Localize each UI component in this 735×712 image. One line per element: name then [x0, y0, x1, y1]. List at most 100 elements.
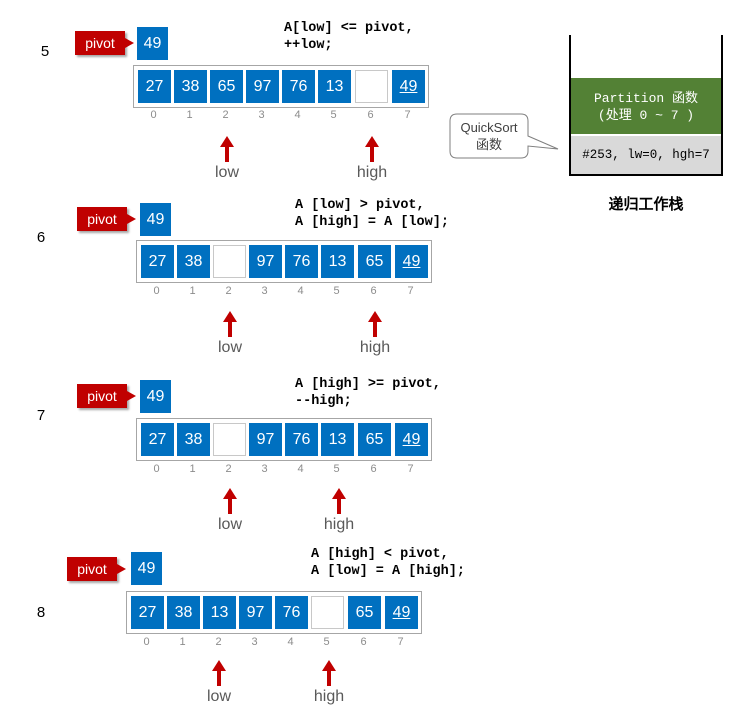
index-label: 3 [261, 285, 268, 297]
index-label: 2 [225, 285, 232, 297]
code-snippet: A [high] < pivot, A [low] = A [high]; [311, 546, 465, 580]
array-container: 27 38 97 76 13 65 49 [136, 418, 432, 461]
index-label: 6 [370, 285, 377, 297]
code-line: A [low] > pivot, [295, 198, 425, 213]
low-label: low [206, 688, 231, 705]
stack-wall [721, 35, 723, 176]
index-label: 3 [251, 636, 258, 648]
up-arrow-icon [212, 660, 226, 686]
code-snippet: A [low] > pivot, A [high] = A [low]; [295, 197, 449, 231]
recursion-stack: Partition 函数 (处理 0 ~ 7 ) #253, lw=0, hgh… [569, 35, 723, 176]
step-number: 7 [36, 407, 46, 424]
index-label: 2 [215, 636, 222, 648]
array-cell: 97 [249, 245, 282, 278]
code-snippet: A [high] >= pivot, --high; [295, 376, 441, 410]
high-label: high [356, 164, 388, 181]
index-label: 0 [143, 636, 150, 648]
index-label: 7 [404, 109, 411, 121]
code-line: A [low] = A [high]; [311, 564, 465, 579]
callout-line: 函数 [475, 137, 502, 152]
step-number: 6 [36, 229, 46, 246]
array-cell: 76 [275, 596, 308, 629]
array-cell-pivot: 49 [392, 70, 425, 103]
pivot-label: pivot [77, 207, 136, 231]
step-number: 8 [36, 604, 46, 621]
index-label: 7 [397, 636, 404, 648]
array-cell: 65 [358, 423, 391, 456]
array-cell: 65 [210, 70, 243, 103]
low-label: low [214, 164, 239, 181]
code-line: A [high] = A [low]; [295, 215, 449, 230]
pivot-label: pivot [67, 557, 126, 581]
array-cell-pivot: 49 [395, 423, 428, 456]
array-cell: 76 [285, 423, 318, 456]
code-line: ++low; [284, 38, 333, 53]
array-cell: 13 [203, 596, 236, 629]
index-label: 6 [367, 109, 374, 121]
callout-line: QuickSort [460, 120, 518, 135]
index-label: 0 [153, 285, 160, 297]
index-label: 1 [186, 109, 193, 121]
code-line: A [high] >= pivot, [295, 377, 441, 392]
index-label: 3 [258, 109, 265, 121]
index-label: 5 [323, 636, 330, 648]
array-cell: 13 [321, 423, 354, 456]
array-cell: 97 [239, 596, 272, 629]
array-container: 27 38 97 76 13 65 49 [136, 240, 432, 283]
low-pointer: low [199, 660, 239, 706]
array-cell: 27 [131, 596, 164, 629]
pivot-value: 49 [140, 203, 171, 236]
index-label: 1 [189, 463, 196, 475]
array-cell: 38 [177, 245, 210, 278]
up-arrow-icon [220, 136, 234, 162]
array-cell: 27 [141, 423, 174, 456]
stack-frame-detail: #253, lw=0, hgh=7 [571, 136, 721, 174]
index-label: 4 [287, 636, 294, 648]
high-label: high [313, 688, 345, 705]
low-pointer: low [210, 311, 250, 357]
stack-wall [569, 35, 571, 176]
array-container: 27 38 13 97 76 65 49 [126, 591, 422, 634]
array-cell: 27 [138, 70, 171, 103]
array-cell: 65 [348, 596, 381, 629]
code-line: --high; [295, 394, 352, 409]
array-cell: 13 [321, 245, 354, 278]
index-label: 4 [297, 463, 304, 475]
array-cell-empty [355, 70, 388, 103]
code-line: A[low] <= pivot, [284, 21, 414, 36]
array-cell-empty [213, 245, 246, 278]
array-cell: 27 [141, 245, 174, 278]
frame-title: Partition 函数 [593, 91, 698, 106]
array-cell: 65 [358, 245, 391, 278]
up-arrow-icon [322, 660, 336, 686]
array-cell-pivot: 49 [385, 596, 418, 629]
array-cell-empty [213, 423, 246, 456]
index-label: 7 [407, 463, 414, 475]
index-label: 1 [189, 285, 196, 297]
index-label: 0 [153, 463, 160, 475]
high-pointer: high [352, 136, 392, 182]
low-pointer: low [207, 136, 247, 182]
high-label: high [359, 339, 391, 356]
code-line: A [high] < pivot, [311, 547, 449, 562]
stack-caption: 递归工作栈 [608, 196, 684, 213]
array-cell: 38 [177, 423, 210, 456]
high-label: high [323, 516, 355, 533]
index-label: 4 [297, 285, 304, 297]
pivot-value: 49 [131, 552, 162, 585]
index-label: 4 [294, 109, 301, 121]
index-label: 7 [407, 285, 414, 297]
low-pointer: low [210, 488, 250, 534]
index-label: 2 [222, 109, 229, 121]
array-cell: 38 [167, 596, 200, 629]
index-label: 5 [333, 285, 340, 297]
up-arrow-icon [223, 488, 237, 514]
array-cell: 38 [174, 70, 207, 103]
index-label: 2 [225, 463, 232, 475]
stack-wall [569, 174, 723, 176]
up-arrow-icon [368, 311, 382, 337]
array-cell: 76 [282, 70, 315, 103]
high-pointer: high [319, 488, 359, 534]
index-label: 5 [330, 109, 337, 121]
array-cell-empty [311, 596, 344, 629]
